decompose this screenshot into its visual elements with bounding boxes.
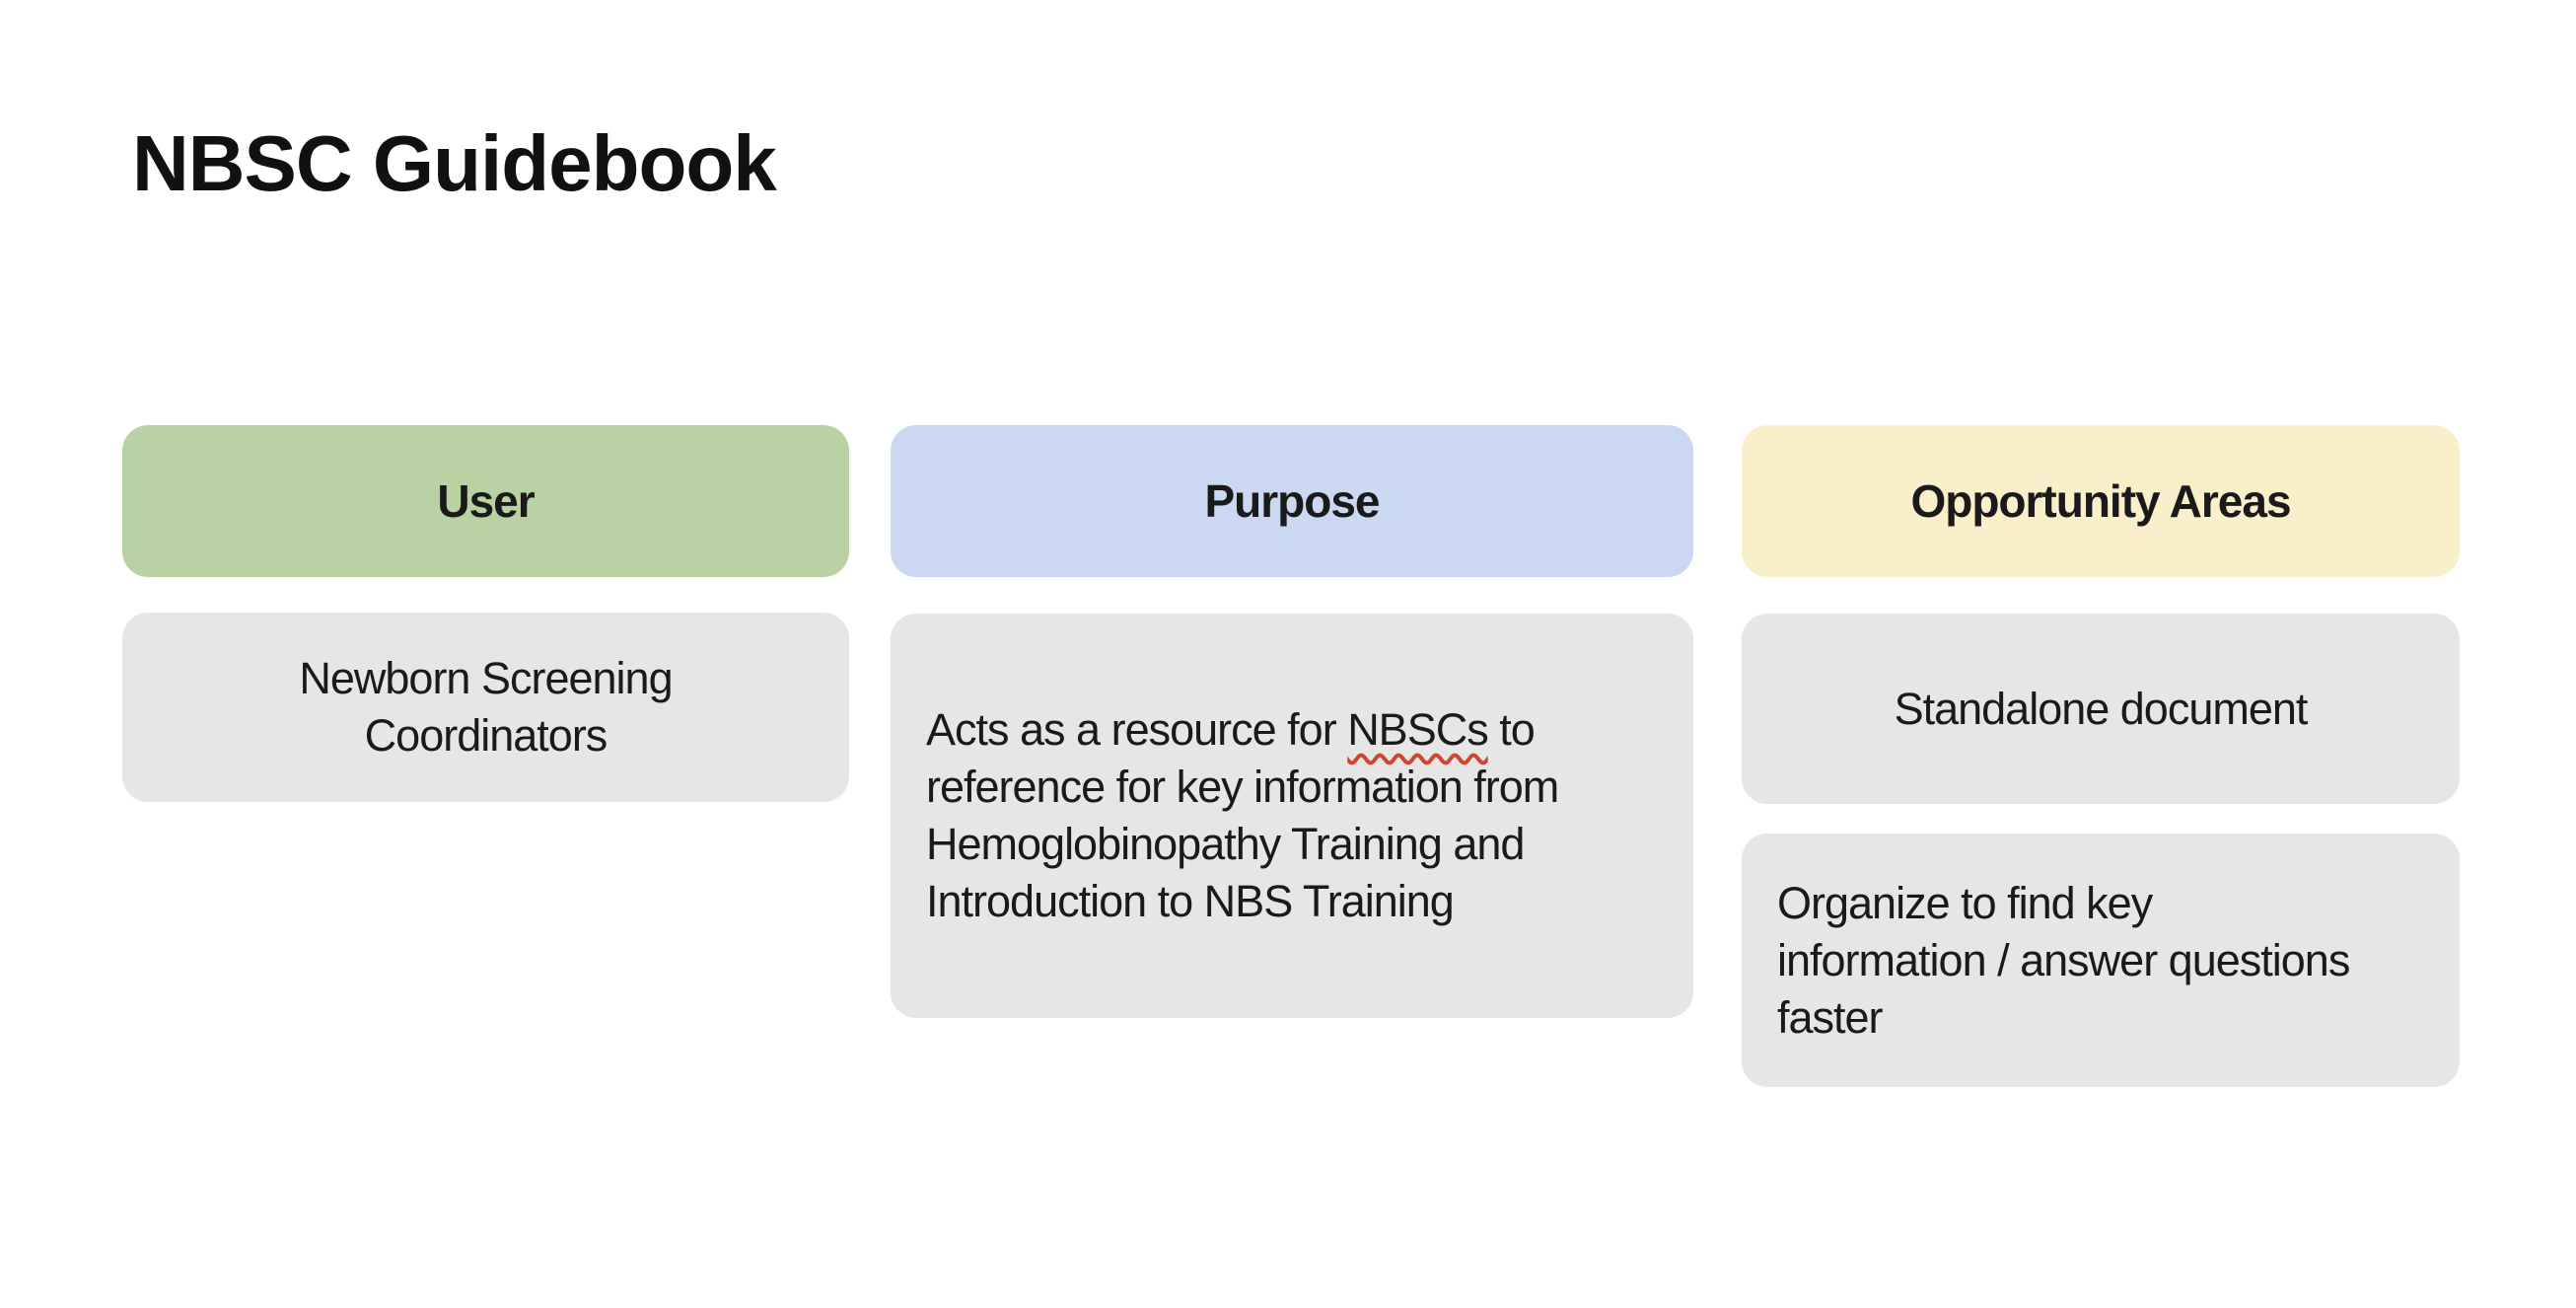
purpose-content-line-1: Acts as a resource for NBSCs to [926, 701, 1536, 759]
user-content-box: Newborn Screening Coordinators [122, 613, 849, 802]
misspelled-word: NBSCs [1347, 704, 1489, 755]
organize-line: faster [1777, 991, 1884, 1043]
user-content-line: Newborn Screening [299, 653, 673, 703]
purpose-header: Purpose [891, 425, 1693, 577]
opportunity-header: Opportunity Areas [1742, 425, 2460, 577]
organize-line: information / answer questions [1777, 934, 2350, 985]
user-content-line: Coordinators [364, 710, 608, 761]
user-content-text: Newborn Screening Coordinators [299, 650, 673, 764]
opportunity-header-label: Opportunity Areas [1910, 475, 2291, 527]
purpose-content-line-2: reference for key information from [926, 762, 1559, 812]
organize-line: Organize to find key [1777, 877, 2153, 928]
purpose-content-line-3: Hemoglobinopathy Training and [926, 819, 1525, 869]
standalone-document-label: Standalone document [1894, 683, 2309, 734]
user-header-label: User [437, 475, 535, 527]
organize-box: Organize to find key information / answe… [1742, 834, 2460, 1087]
user-header: User [122, 425, 849, 577]
purpose-header-label: Purpose [1204, 475, 1380, 527]
purpose-content-line-4: Introduction to NBS Training [926, 876, 1455, 926]
purpose-line1-post: to [1487, 704, 1536, 755]
purpose-content-box: Acts as a resource for NBSCs to referenc… [891, 614, 1693, 1018]
standalone-document-box: Standalone document [1742, 614, 2460, 804]
page-title: NBSC Guidebook [132, 119, 777, 207]
purpose-line1-pre: Acts as a resource for [926, 704, 1348, 755]
